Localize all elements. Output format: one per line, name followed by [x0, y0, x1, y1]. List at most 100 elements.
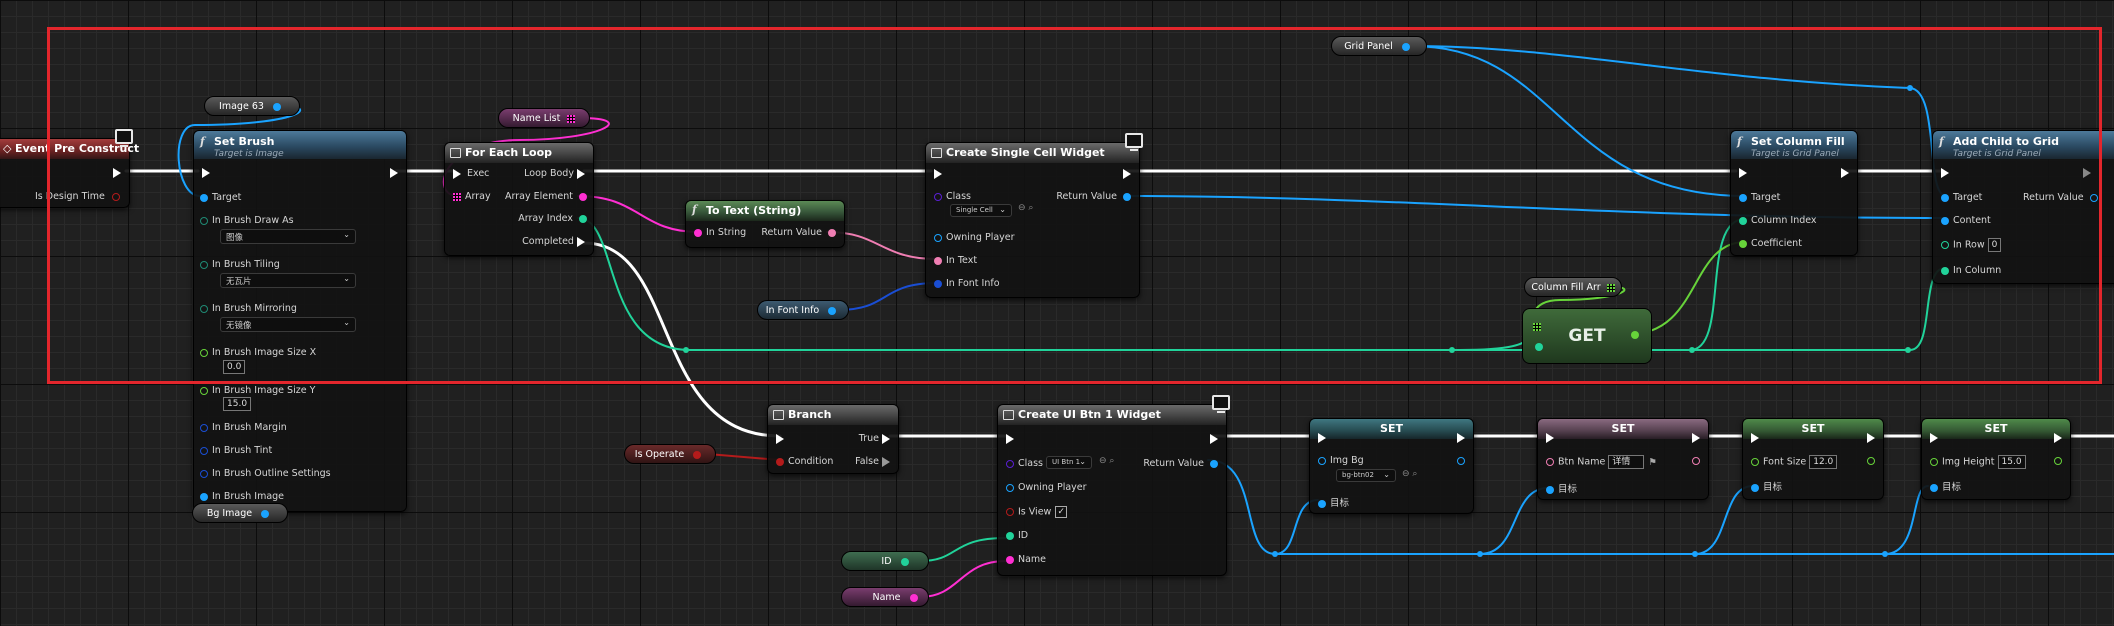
column-fill-arr-variable[interactable]: Column Fill Arr	[1524, 277, 1622, 297]
event-pre-construct-node[interactable]: ◇ Event Pre Construct Is Design Time	[0, 129, 139, 208]
outline-pin[interactable]: In Brush Outline Settings	[200, 468, 331, 479]
object-pin-icon[interactable]	[272, 102, 281, 111]
to-text-node[interactable]: f To Text (String) In String Return Valu…	[685, 200, 845, 248]
font-size-value[interactable]: 12.0	[1809, 455, 1838, 469]
bool-pin-icon[interactable]	[693, 450, 702, 459]
branch-node[interactable]: Branch Condition True False	[767, 404, 899, 474]
target-pin[interactable]: Target	[1941, 192, 1982, 203]
completed-pin[interactable]: Completed	[522, 236, 585, 247]
array-element-pin[interactable]: Array Element	[505, 191, 587, 202]
exec-in-pin[interactable]: Exec	[453, 168, 489, 179]
is-view-pin[interactable]: Is View✓	[1006, 506, 1068, 518]
create-ui-btn-widget-node[interactable]: Create UI Btn 1 Widget Class UI Btn 1⌄ ⊖…	[997, 395, 1230, 576]
flag-icon[interactable]: ⚑	[1648, 456, 1657, 468]
target-pin[interactable]: 目标	[1318, 495, 1349, 509]
browse-icon[interactable]: ⊖ ⌕	[1402, 469, 1418, 479]
image-size-x-pin[interactable]: In Brush Image Size X	[200, 347, 316, 358]
is-design-time-pin[interactable]: Is Design Time	[35, 191, 124, 202]
in-font-info-pin[interactable]: In Font Info	[934, 278, 1000, 289]
img-height-value[interactable]: 15.0	[1997, 455, 2026, 469]
exec-in-pin[interactable]	[1318, 432, 1326, 443]
in-string-pin[interactable]: In String	[694, 227, 746, 238]
exec-out-pin[interactable]	[1841, 167, 1849, 178]
exec-in-pin[interactable]	[934, 168, 942, 179]
tiling-dropdown[interactable]: 无瓦片⌄	[220, 273, 356, 288]
return-value-pin[interactable]: Return Value	[761, 227, 836, 238]
class-dropdown[interactable]: UI Btn 1⌄	[1046, 456, 1092, 469]
exec-in-pin[interactable]	[1006, 433, 1014, 444]
target-pin[interactable]: 目标	[1546, 481, 1577, 495]
is-operate-variable[interactable]: Is Operate	[624, 444, 716, 464]
value-out-pin[interactable]	[1631, 331, 1639, 339]
is-view-checkbox[interactable]: ✓	[1055, 506, 1068, 518]
id-variable[interactable]: ID	[841, 551, 929, 571]
object-pin-icon[interactable]	[261, 509, 270, 518]
btn-name-value[interactable]: 详情	[1608, 455, 1645, 469]
btn-name-out-pin[interactable]	[1692, 455, 1700, 466]
in-column-pin[interactable]: In Column	[1941, 265, 2001, 276]
struct-pin-icon[interactable]	[828, 306, 837, 315]
img-bg-dropdown[interactable]: bg-btn02⌄	[1336, 469, 1396, 482]
brush-image-pin[interactable]: In Brush Image	[200, 491, 284, 502]
image-size-y-field[interactable]: 15.0	[220, 397, 252, 411]
exec-out-pin[interactable]	[1692, 432, 1700, 443]
return-value-pin[interactable]: Return Value	[1143, 458, 1218, 469]
image-size-y-value[interactable]: 15.0	[223, 397, 252, 411]
font-size-out-pin[interactable]	[1867, 455, 1875, 466]
coefficient-pin[interactable]: Coefficient	[1739, 238, 1802, 249]
add-child-to-grid-node[interactable]: f Add Child to Grid Target is Grid Panel…	[1932, 130, 2114, 284]
tint-pin[interactable]: In Brush Tint	[200, 445, 272, 456]
int-pin-icon[interactable]	[900, 557, 909, 566]
false-pin[interactable]: False	[855, 456, 890, 467]
set-brush-node[interactable]: f Set Brush Target is Image Target In Br…	[193, 130, 407, 512]
exec-in-pin[interactable]	[776, 433, 784, 444]
owning-player-pin[interactable]: Owning Player	[1006, 482, 1087, 493]
content-pin[interactable]: Content	[1941, 215, 1991, 226]
exec-out-pin[interactable]	[2083, 167, 2091, 178]
true-pin[interactable]: True	[859, 433, 890, 444]
index-in-pin[interactable]	[1535, 343, 1543, 351]
class-pin[interactable]: Class	[1006, 458, 1043, 469]
draw-as-pin[interactable]: In Brush Draw As	[200, 215, 294, 226]
string-pin-icon[interactable]	[909, 593, 918, 602]
object-pin-icon[interactable]	[1401, 42, 1410, 51]
browse-icon[interactable]: ⊖ ⌕	[1018, 203, 1034, 213]
exec-out-pin[interactable]	[1123, 168, 1131, 179]
exec-in-pin[interactable]	[1930, 432, 1938, 443]
exec-out-pin[interactable]	[2054, 432, 2062, 443]
class-dropdown[interactable]: Single Cell⌄	[950, 204, 1012, 217]
condition-pin[interactable]: Condition	[776, 456, 833, 467]
set-column-fill-node[interactable]: f Set Column Fill Target is Grid Panel T…	[1730, 130, 1858, 256]
target-pin[interactable]: Target	[1739, 192, 1780, 203]
exec-in-pin[interactable]	[202, 167, 210, 178]
class-pin[interactable]: Class	[934, 191, 971, 202]
img-height-out-pin[interactable]	[2054, 455, 2062, 466]
name-variable[interactable]: Name	[841, 587, 929, 607]
name-list-variable[interactable]: Name List	[498, 108, 590, 128]
mirroring-pin[interactable]: In Brush Mirroring	[200, 303, 297, 314]
exec-in-pin[interactable]	[1751, 432, 1759, 443]
mirroring-dropdown[interactable]: 无镜像⌄	[220, 317, 356, 332]
exec-in-pin[interactable]	[1941, 167, 1949, 178]
owning-player-pin[interactable]: Owning Player	[934, 232, 1015, 243]
return-value-pin[interactable]: Return Value	[1056, 191, 1131, 202]
create-single-cell-widget-node[interactable]: Create Single Cell Widget Class Single C…	[925, 133, 1143, 298]
image-size-y-pin[interactable]: In Brush Image Size Y	[200, 385, 315, 396]
array-get-node[interactable]: GET	[1522, 308, 1652, 364]
margin-pin[interactable]: In Brush Margin	[200, 422, 287, 433]
exec-out-pin[interactable]	[1457, 432, 1465, 443]
img-bg-pin[interactable]: Img Bg	[1318, 455, 1364, 466]
image-size-x-field[interactable]: 0.0	[220, 360, 246, 374]
target-pin[interactable]: Target	[200, 192, 241, 203]
tiling-pin[interactable]: In Brush Tiling	[200, 259, 280, 270]
in-row-value[interactable]: 0	[1987, 238, 2002, 252]
for-each-loop-node[interactable]: For Each Loop Exec Array Loop Body Array…	[444, 142, 594, 256]
set-img-bg-node[interactable]: SET Img Bg bg-btn02⌄ ⊖ ⌕ 目标	[1309, 418, 1474, 514]
